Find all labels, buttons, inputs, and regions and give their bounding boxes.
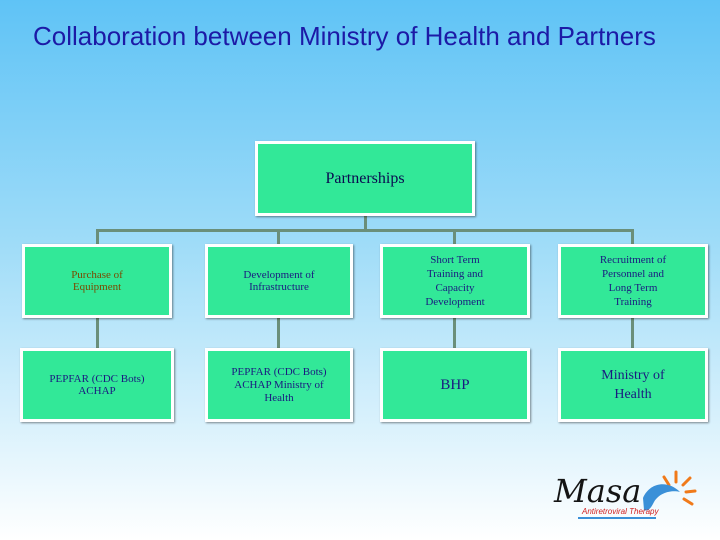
connector-col1-mid: [96, 317, 99, 350]
category-node-training: Short Term Training and Capacity Develop…: [380, 244, 530, 318]
category-label: Short Term Training and Capacity Develop…: [425, 254, 485, 308]
partner-node-infrastructure: PEPFAR (CDC Bots) ACHAP Ministry of Heal…: [205, 348, 353, 422]
category-label: Purchase of Equipment: [71, 269, 123, 293]
connector-col3-top: [453, 229, 456, 246]
slide-title: Collaboration between Ministry of Health…: [33, 21, 656, 51]
root-node-label: Partnerships: [325, 169, 405, 187]
partner-label: PEPFAR (CDC Bots) ACHAP Ministry of Heal…: [231, 365, 327, 404]
category-label: Development of Infrastructure: [243, 269, 315, 293]
connector-col3-mid: [453, 317, 456, 350]
connector-col2-top: [277, 229, 280, 246]
logo-tagline: Antiretroviral Therapy: [581, 507, 659, 516]
connector-col1-top: [96, 229, 99, 246]
logo-underline: [578, 517, 656, 519]
sun-icon: [662, 470, 697, 506]
partner-node-training: BHP: [380, 348, 530, 422]
partner-label: Ministry of Health: [601, 368, 665, 402]
connector-col4-mid: [631, 317, 634, 350]
logo-wordmark: Masa: [553, 472, 641, 510]
category-node-equipment: Purchase of Equipment: [22, 244, 172, 318]
connector-horizontal: [96, 229, 634, 232]
category-node-recruitment: Recruitment of Personnel and Long Term T…: [558, 244, 708, 318]
partner-label: PEPFAR (CDC Bots) ACHAP: [49, 373, 145, 397]
masa-logo: Masa Antiretroviral Therapy: [553, 470, 697, 519]
connector-col4-top: [631, 229, 634, 246]
connector-col2-mid: [277, 317, 280, 350]
connector-root-down: [364, 214, 367, 230]
partner-node-equipment: PEPFAR (CDC Bots) ACHAP: [20, 348, 174, 422]
partner-label: BHP: [440, 376, 470, 393]
partner-node-recruitment: Ministry of Health: [558, 348, 708, 422]
category-label: Recruitment of Personnel and Long Term T…: [599, 254, 667, 308]
dolphin-icon: [643, 484, 680, 511]
root-node-partnerships: Partnerships: [255, 141, 475, 216]
category-node-infrastructure: Development of Infrastructure: [205, 244, 353, 318]
